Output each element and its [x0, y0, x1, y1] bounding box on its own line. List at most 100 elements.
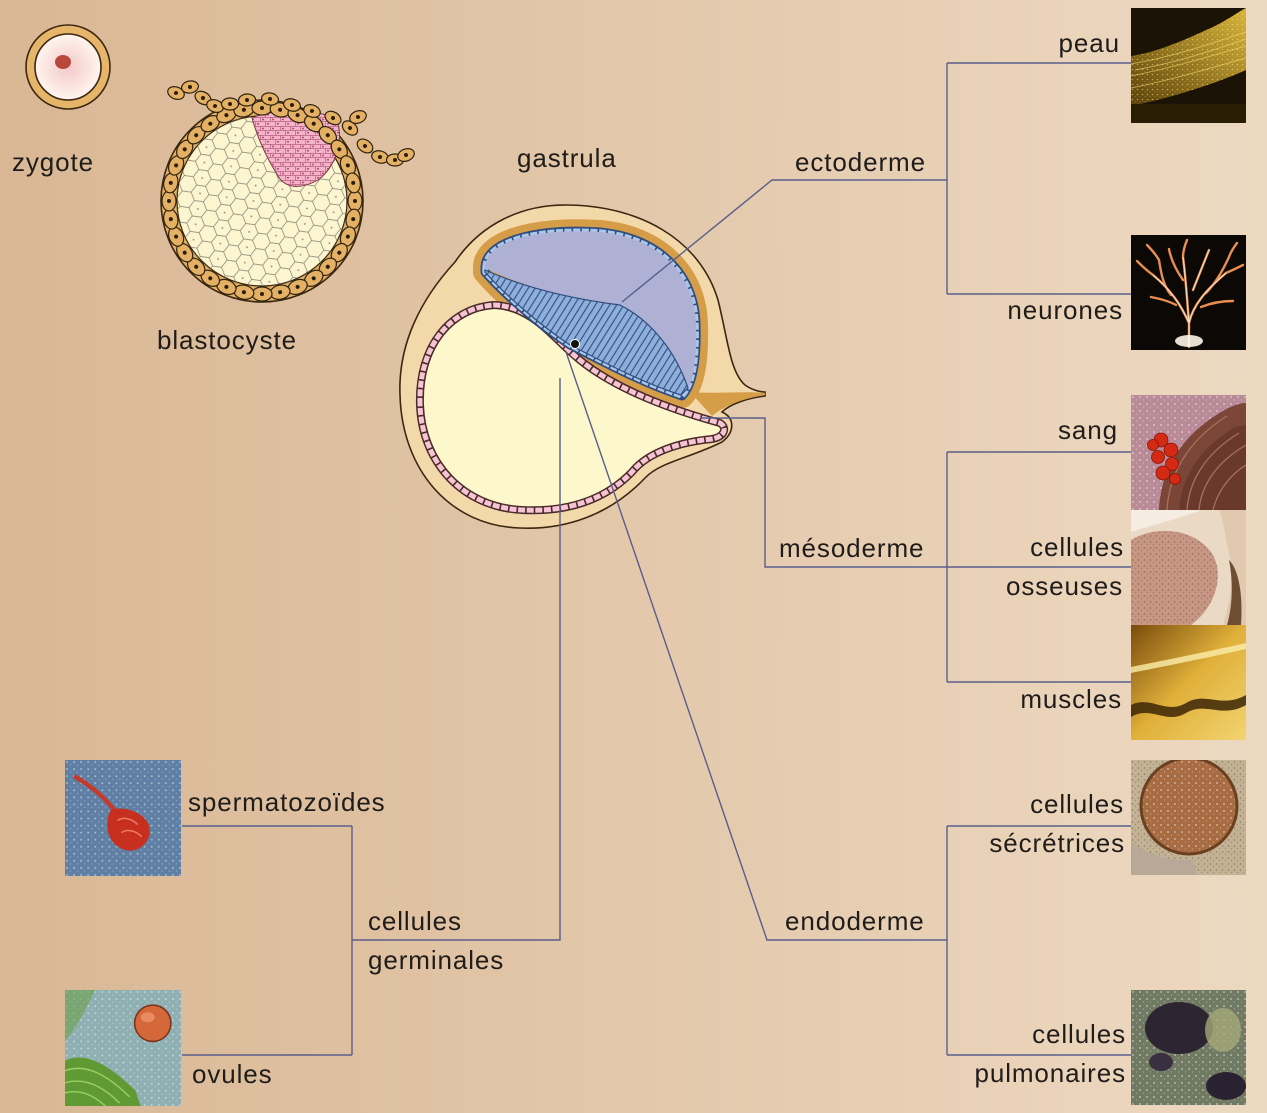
blastocyst-cell-nucleus	[345, 234, 350, 239]
label-cellules-secretrices-line2: sécrétrices	[989, 828, 1125, 858]
ovum-micrograph	[65, 990, 181, 1106]
muscle-dark-band	[1131, 695, 1246, 717]
connector-germinales-stem	[352, 378, 561, 941]
blastocyst-cell-nucleus	[182, 250, 187, 255]
label-cellules-pulmonaires-line2: pulmonaires	[974, 1058, 1126, 1088]
connector-ectoderme-stem	[621, 179, 947, 303]
bone-joint-shadow	[1227, 560, 1242, 625]
label-peau: peau	[1059, 28, 1120, 58]
bone-head-texture	[1131, 530, 1218, 625]
lung-alveolus	[1149, 1053, 1173, 1071]
blastocyst-cell	[397, 148, 415, 162]
blastocyst-cell-nucleus	[208, 276, 213, 281]
sperm-tail	[73, 774, 118, 813]
connector-endoderme-stem	[565, 351, 947, 941]
blastocyst-cell	[161, 190, 177, 212]
label-mesoderme: mésoderme	[779, 533, 924, 563]
bone-photo-highlight	[1131, 510, 1201, 532]
zygote-cell	[25, 24, 111, 110]
muscle-micrograph	[1131, 625, 1246, 740]
skin-micrograph	[1131, 8, 1246, 123]
blood-micrograph	[1131, 395, 1246, 510]
blastocyst-cell-nucleus	[356, 115, 360, 119]
gastrula-mesoderm-tail	[690, 392, 765, 416]
blastocyst-cell-nucleus	[167, 199, 171, 203]
blastocyst-cell	[341, 120, 359, 136]
label-spermatozoides: spermatozoïdes	[188, 787, 386, 817]
label-neurones: neurones	[1007, 295, 1123, 325]
blastocyst-cell	[330, 139, 348, 160]
skin-fibers	[1131, 31, 1246, 89]
blastocyst-cell	[180, 80, 200, 94]
label-muscles: muscles	[1020, 684, 1122, 714]
blastocyst-cell-nucleus	[228, 102, 232, 106]
blastocyst-cell	[251, 286, 273, 302]
red-blood-cell	[1151, 450, 1165, 464]
blastocyst-cell-nucleus	[290, 103, 294, 107]
blastocyst-cell-nucleus	[201, 96, 205, 100]
blastocyst-cell-nucleus	[351, 217, 356, 222]
blastocyst-cell-nucleus	[245, 98, 249, 102]
blastocyst-cell-nucleus	[194, 133, 199, 138]
blastocyst-cell-nucleus	[348, 126, 352, 130]
red-blood-cell	[1147, 439, 1159, 451]
blastocyst-cell-nucleus	[325, 264, 330, 269]
sperm-head-highlight	[117, 817, 143, 838]
embryonic-disc	[484, 269, 689, 396]
gastrula	[399, 204, 766, 529]
label-endoderme: endoderme	[785, 906, 925, 936]
blastocyst-cell	[356, 138, 374, 154]
skin-photo-shadow	[1131, 104, 1246, 123]
labels: zygote blastocyste gastrula ectoderme pe…	[12, 28, 1126, 1089]
blastocyst-cell-nucleus	[224, 284, 229, 289]
blastocyst-cell	[345, 172, 361, 194]
blastocyst-cell	[167, 226, 185, 247]
sperm-head	[107, 808, 150, 851]
red-blood-cells	[1147, 432, 1181, 485]
connectors	[182, 62, 1131, 1056]
blastocyst-cell	[216, 278, 237, 296]
blastocyst-cell	[186, 125, 206, 145]
ovum-photo-tissue-top	[65, 990, 96, 1041]
blastocyst-cell-nucleus	[168, 180, 173, 185]
label-sang: sang	[1058, 415, 1118, 445]
blastocyst-cell-nucleus	[310, 109, 314, 113]
secretory-cell-texture	[1141, 760, 1237, 854]
label-cellules-germinales-line1: cellules	[368, 906, 462, 936]
blastocyst-ring-cells	[161, 100, 363, 302]
yolk-sac-endoderm-border	[417, 302, 727, 513]
label-cellules-pulmonaires-line1: cellules	[1032, 1019, 1126, 1049]
blastocyst-cell-nucleus	[268, 97, 272, 101]
lung-alveolus	[1145, 1002, 1213, 1054]
label-cellules-secretrices-line1: cellules	[1030, 789, 1124, 819]
blastocyst-cell-nucleus	[260, 292, 264, 296]
blastocyst-cell-nucleus	[378, 155, 382, 159]
blastocyst-cell-nucleus	[363, 144, 367, 148]
label-blastocyste: blastocyste	[157, 325, 297, 355]
red-blood-cell	[1165, 457, 1179, 471]
blastocyst-cell	[283, 98, 301, 112]
blastocyst-cell-nucleus	[174, 91, 178, 95]
blastocyst-cell-nucleus	[353, 199, 357, 203]
blastocyst-cell-nucleus	[174, 163, 179, 168]
secretory-cell-micrograph	[1131, 760, 1246, 875]
label-cellules-osseuses-line2: osseuses	[1006, 571, 1123, 601]
blastocyst-cell-nucleus	[278, 290, 283, 295]
blastocyst-cell-nucleus	[224, 113, 229, 118]
neuron-cell-body	[1175, 335, 1203, 347]
blastocyst-cell-nucleus	[241, 290, 246, 295]
sperm-micrograph	[65, 760, 181, 876]
red-blood-cell	[1163, 442, 1179, 458]
lung-tissue-patch	[1205, 1008, 1241, 1052]
blastocyst-cell	[349, 110, 367, 124]
blood-vessel-fibers	[1166, 415, 1246, 510]
ovum-photo-fibers	[65, 1067, 131, 1106]
lung-cell-micrograph	[1131, 990, 1246, 1105]
blastocyst-cell-nucleus	[208, 121, 213, 126]
zygote-nucleus	[55, 55, 71, 69]
lung-alveolus	[1206, 1072, 1246, 1100]
blastocyst-cell-nucleus	[393, 158, 397, 162]
label-ovules: ovules	[192, 1059, 273, 1089]
blastocyst-cell-nucleus	[337, 250, 342, 255]
blastocyst-cell-nucleus	[337, 147, 342, 152]
